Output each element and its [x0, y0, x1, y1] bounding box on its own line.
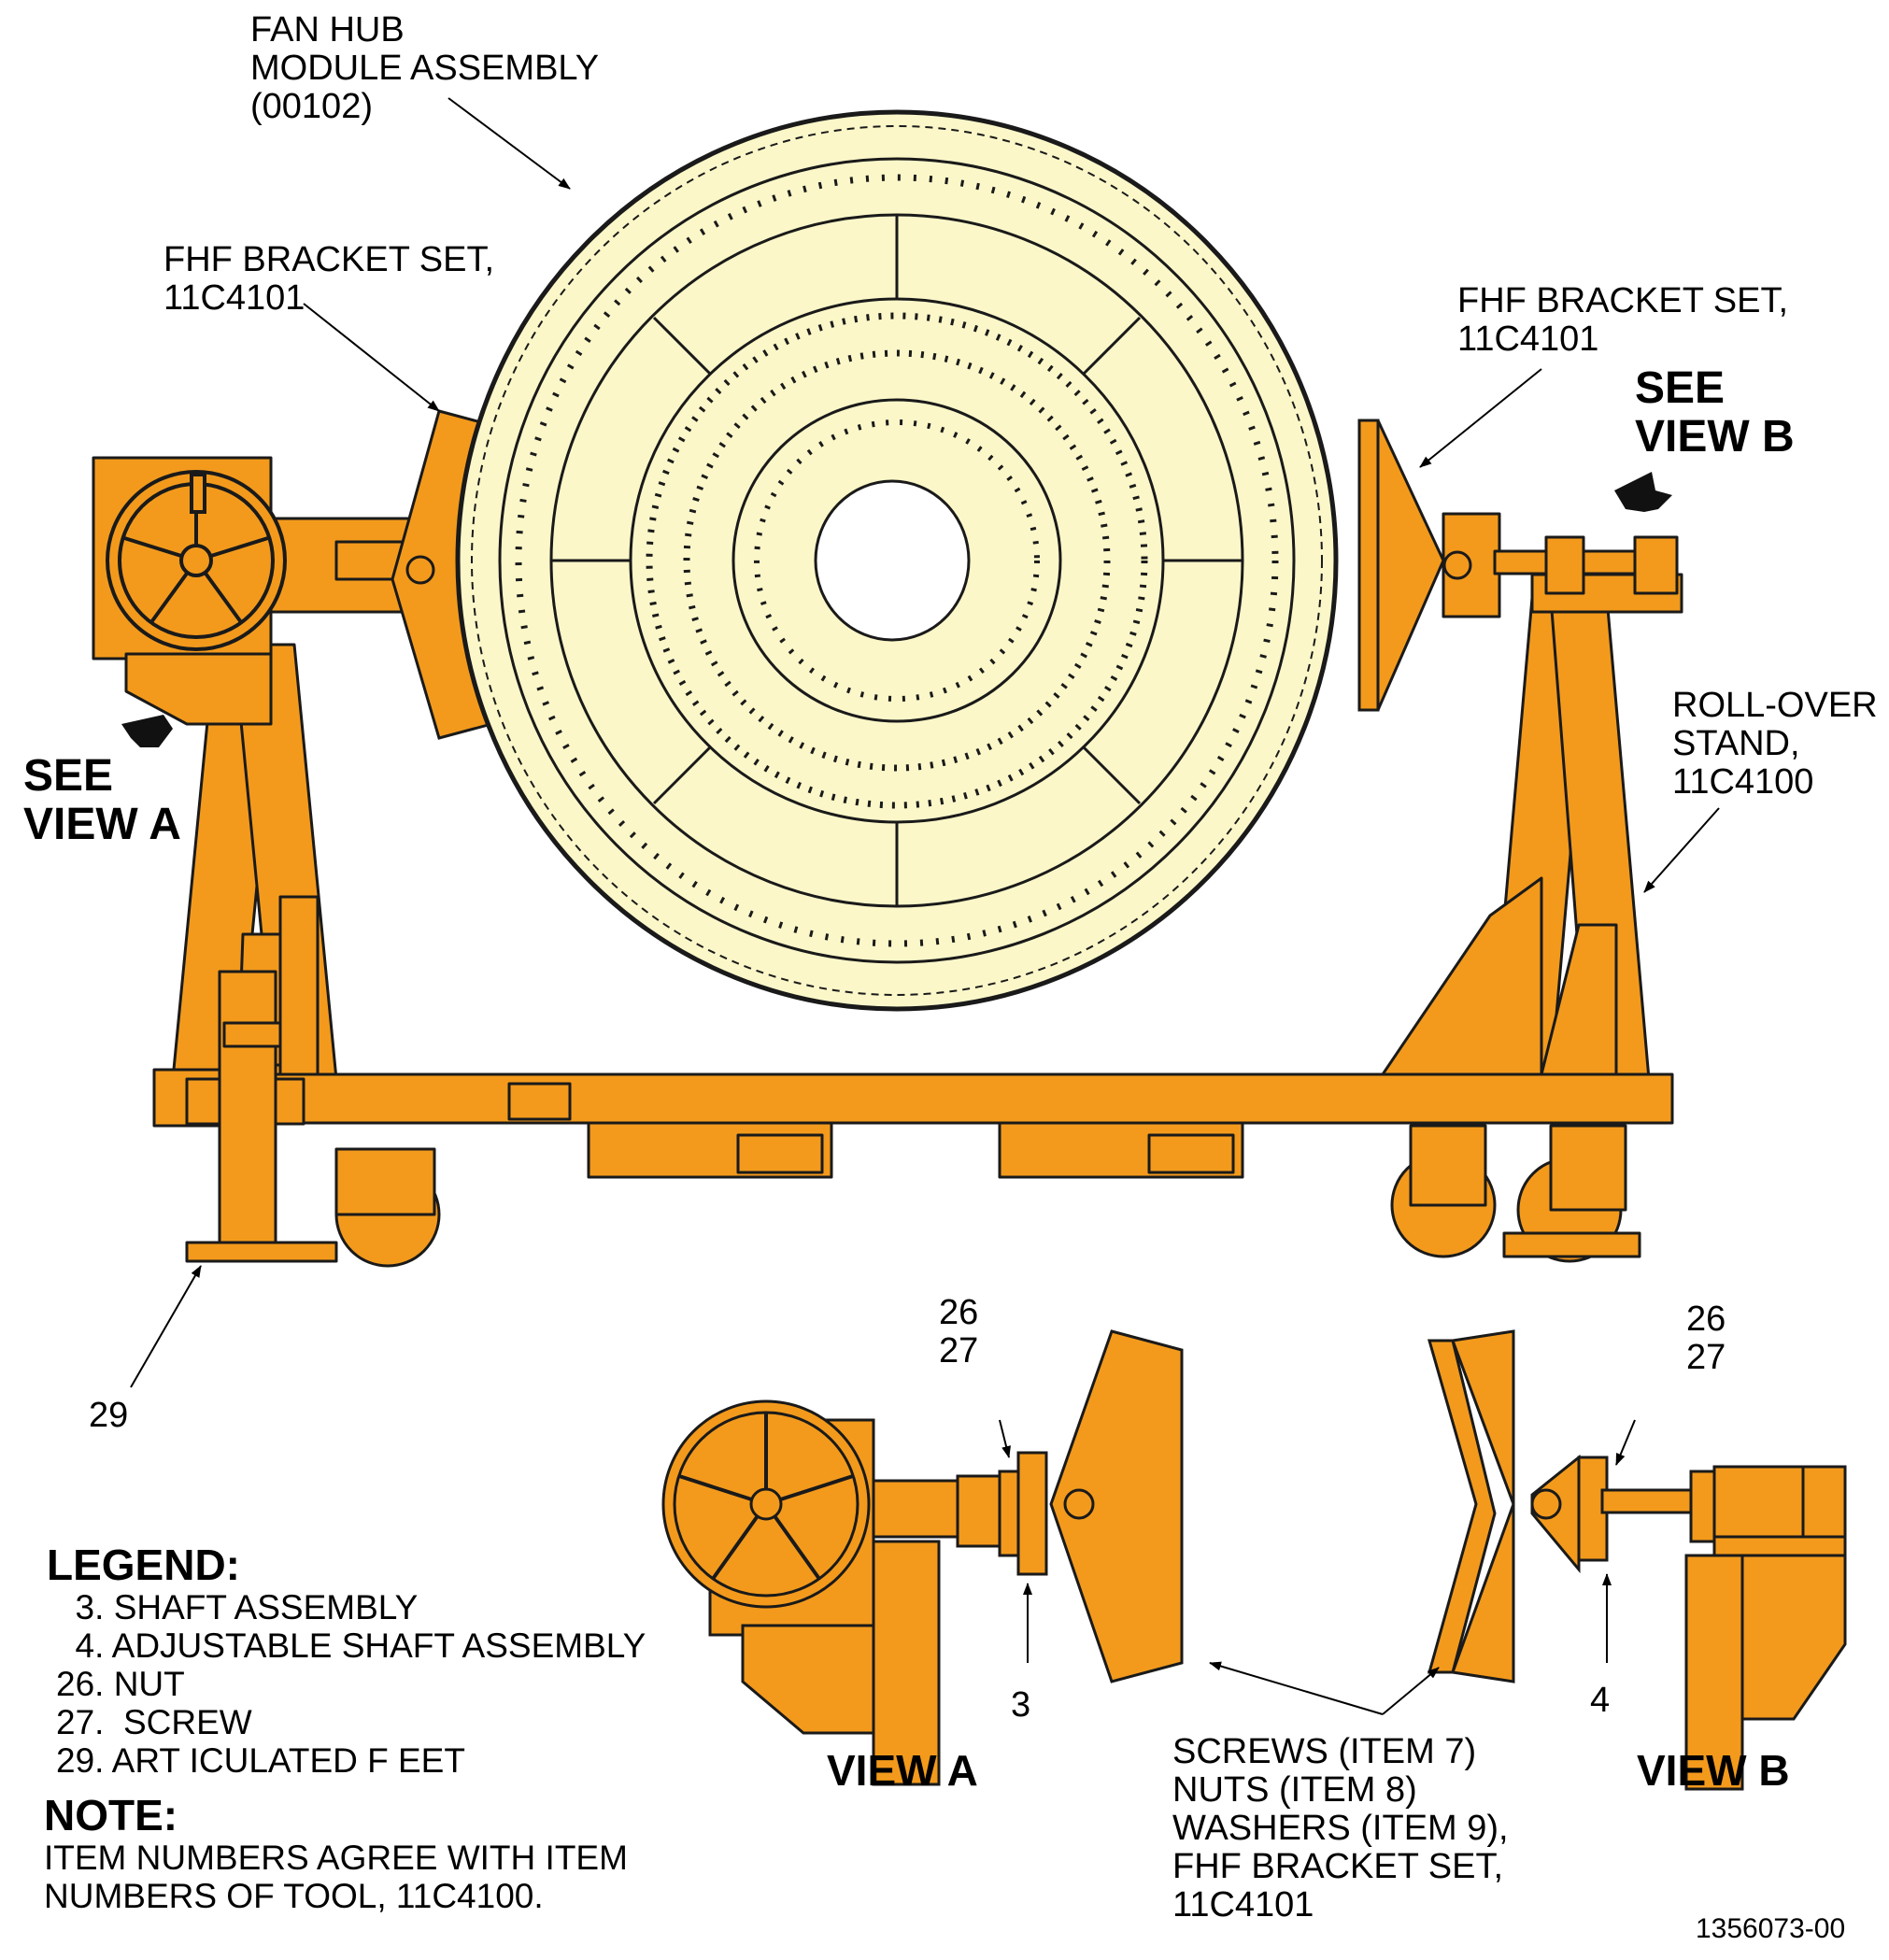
view-a-detail	[661, 1329, 1184, 1786]
legend-item: 3. SHAFT ASSEMBLY	[56, 1588, 419, 1626]
roll-over-stand-callout: ROLL-OVER STAND, 11C4100	[1672, 686, 1878, 802]
item-4-callout: 4	[1590, 1681, 1611, 1720]
leader-lines	[130, 97, 1720, 1715]
legend-item: 4. ADJUSTABLE SHAFT ASSEMBLY	[56, 1626, 646, 1665]
item-29-callout: 29	[89, 1396, 129, 1435]
legend-item: 27. SCREW	[56, 1703, 252, 1741]
fhf-bracket-right	[1357, 419, 1472, 712]
fhf-bracket-right-callout: FHF BRACKET SET, 11C4101	[1457, 281, 1789, 359]
fhf-bracket-left-callout: FHF BRACKET SET, 11C4101	[163, 240, 495, 318]
see-view-b-callout: SEE VIEW B	[1635, 363, 1795, 462]
legend-item: 26. NUT	[56, 1665, 185, 1703]
note-title: NOTE:	[44, 1791, 178, 1839]
legend-title: LEGEND:	[47, 1541, 240, 1589]
fan-hub-callout: FAN HUB MODULE ASSEMBLY (00102)	[250, 10, 600, 126]
view-a-label: VIEW A	[827, 1746, 978, 1795]
see-view-a-callout: SEE VIEW A	[23, 751, 181, 849]
roll-over-stand	[92, 456, 1683, 1268]
item-3-callout: 3	[1011, 1685, 1031, 1725]
view-b-label: VIEW B	[1637, 1746, 1790, 1795]
handwheel	[106, 470, 287, 651]
items-26-27-left-callout: 26 27	[939, 1293, 979, 1371]
drawing-number: 1356073-00	[1696, 1913, 1846, 1944]
fan-hub-module	[455, 109, 1339, 1012]
items-26-27-right-callout: 26 27	[1686, 1300, 1726, 1377]
hardware-callout: SCREWS (ITEM 7) NUTS (ITEM 8) WASHERS (I…	[1172, 1732, 1509, 1924]
legend: LEGEND: 3. SHAFT ASSEMBLY 4. ADJUSTABLE …	[47, 1541, 646, 1780]
see-view-b-arrow	[1614, 472, 1672, 512]
legend-item: 29. ART ICULATED F EET	[56, 1741, 465, 1780]
see-view-a-arrow	[121, 715, 173, 747]
note: NOTE: ITEM NUMBERS AGREE WITH ITEM NUMBE…	[44, 1792, 628, 1915]
view-b-detail	[1427, 1329, 1847, 1791]
view-pointer-arrows	[121, 472, 1672, 747]
note-text: ITEM NUMBERS AGREE WITH ITEM NUMBERS OF …	[44, 1839, 628, 1915]
